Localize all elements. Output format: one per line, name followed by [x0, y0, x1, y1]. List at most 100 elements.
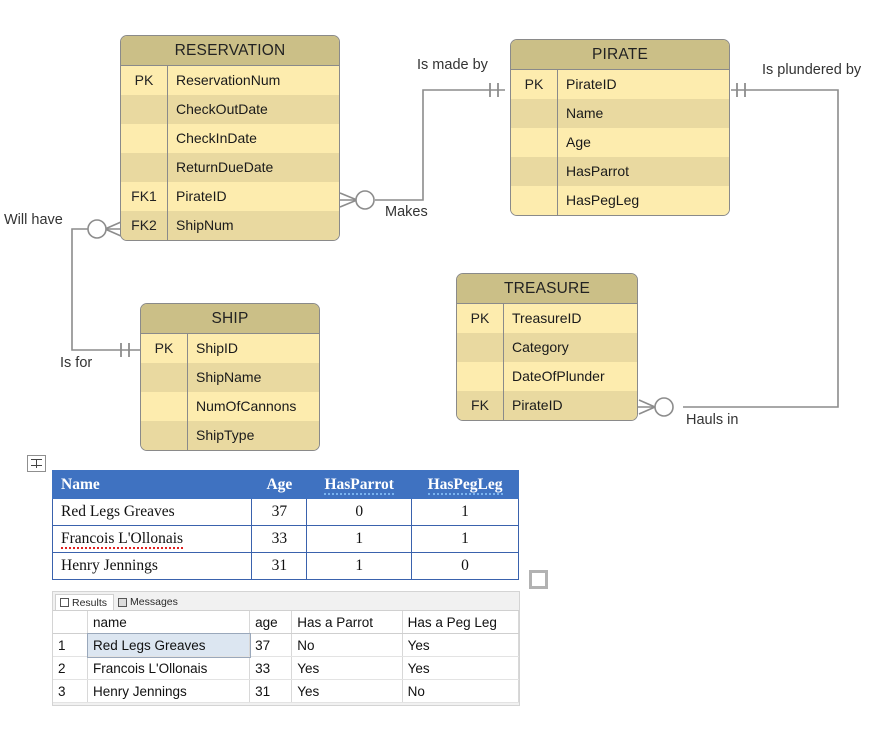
word-data-table[interactable]: Name Age HasParrot HasPegLeg Red Legs Gr… [51, 470, 519, 580]
attribute-label: ShipName [196, 369, 262, 385]
key-label: PK [141, 334, 188, 363]
entity-row: Name [511, 99, 729, 128]
connector-reservation-pirate [375, 89, 505, 201]
grid-row[interactable]: 2 Francois L'Ollonais 33 Yes Yes [53, 656, 520, 680]
entity-title-ship: SHIP [141, 304, 319, 334]
key-label [511, 99, 558, 128]
grid-cell-parrot[interactable]: Yes [291, 679, 403, 703]
entity-row: FK PirateID [457, 391, 637, 420]
column-header-haspegleg: HasPegLeg [411, 470, 519, 499]
key-label [141, 421, 188, 450]
tab-results-label: Results [72, 596, 108, 609]
one-marker-pirate-left [489, 83, 499, 97]
attribute-label: CheckOutDate [176, 101, 268, 117]
entity-title-pirate: PIRATE [511, 40, 729, 70]
tab-messages-label: Messages [130, 596, 178, 608]
attribute-label: PirateID [512, 397, 563, 413]
attribute-label: HasParrot [566, 163, 630, 179]
relationship-label-is-for: Is for [60, 355, 93, 371]
entity-row: FK2 ShipNum [121, 211, 339, 240]
optional-marker-will-have [87, 219, 107, 239]
table-move-handle-icon[interactable] [27, 455, 46, 472]
attribute-label: ShipID [196, 340, 239, 356]
key-label: PK [457, 304, 504, 333]
results-grid[interactable]: name age Has a Parrot Has a Peg Leg 1 Re… [53, 610, 520, 703]
key-label [141, 392, 188, 421]
grid-column-header-has-a-peg-leg[interactable]: Has a Peg Leg [402, 611, 520, 634]
attribute-label: PirateID [176, 188, 227, 204]
optional-marker-hauls-in [654, 397, 674, 417]
cell-name: Red Legs Greaves [51, 498, 253, 526]
table-resize-handle-icon[interactable] [529, 570, 548, 589]
relationship-label-will-have: Will have [4, 212, 63, 228]
attribute-label: CheckInDate [176, 130, 257, 146]
entity-title-reservation: RESERVATION [121, 36, 339, 66]
grid-cell-name[interactable]: Red Legs Greaves [86, 632, 251, 658]
table-row[interactable]: Red Legs Greaves 37 0 1 [51, 498, 519, 526]
entity-row: CheckOutDate [121, 95, 339, 124]
entity-row: Age [511, 128, 729, 157]
entity-row: PK ReservationNum [121, 66, 339, 95]
grid-cell-pegleg[interactable]: Yes [402, 656, 520, 680]
entity-row: CheckInDate [121, 124, 339, 153]
grid-corner-header[interactable] [53, 611, 88, 634]
grid-header-row: name age Has a Parrot Has a Peg Leg [53, 611, 520, 634]
entity-ship[interactable]: SHIP PK ShipID ShipName NumOfCannons Shi… [140, 303, 320, 451]
entity-title-treasure: TREASURE [457, 274, 637, 304]
attribute-label: ReturnDueDate [176, 159, 274, 175]
grid-column-header-age[interactable]: age [249, 611, 293, 634]
grid-row[interactable]: 3 Henry Jennings 31 Yes No [53, 679, 520, 703]
connector-reservation-ship [71, 228, 140, 351]
cell-age: 33 [251, 525, 308, 553]
key-label [511, 128, 558, 157]
cell-haspegleg: 1 [411, 498, 519, 526]
cell-haspegleg: 1 [411, 525, 519, 553]
attribute-label: Name [566, 105, 604, 121]
results-pane-tabs: Results Messages [53, 592, 519, 610]
column-header-name: Name [51, 470, 253, 499]
entity-pirate[interactable]: PIRATE PK PirateID Name Age HasParrot Ha… [510, 39, 730, 216]
grid-cell-parrot[interactable]: Yes [291, 656, 403, 680]
tab-messages[interactable]: Messages [114, 594, 184, 610]
grid-cell-age[interactable]: 37 [249, 633, 293, 657]
attribute-label: Category [512, 339, 569, 355]
key-label [121, 95, 168, 124]
sql-results-pane: Results Messages name age Has a Parrot H… [52, 591, 520, 706]
grid-cell-age[interactable]: 31 [249, 679, 293, 703]
attribute-label: NumOfCannons [196, 398, 297, 414]
grid-cell-name[interactable]: Francois L'Ollonais [87, 656, 251, 680]
key-label: PK [511, 70, 558, 99]
entity-row: HasPegLeg [511, 186, 729, 215]
cell-age: 31 [251, 552, 308, 580]
cell-haspegleg: 0 [411, 552, 519, 580]
entity-row: ShipType [141, 421, 319, 450]
grid-cell-pegleg[interactable]: Yes [402, 633, 520, 657]
entity-reservation[interactable]: RESERVATION PK ReservationNum CheckOutDa… [120, 35, 340, 241]
cell-name: Henry Jennings [51, 552, 253, 580]
entity-row: DateOfPlunder [457, 362, 637, 391]
entity-row: PK PirateID [511, 70, 729, 99]
grid-column-header-name[interactable]: name [87, 611, 251, 634]
grid-row[interactable]: 1 Red Legs Greaves 37 No Yes [53, 632, 520, 658]
entity-row: Category [457, 333, 637, 362]
tab-results[interactable]: Results [55, 594, 115, 610]
attribute-label: PirateID [566, 76, 617, 92]
entity-row: NumOfCannons [141, 392, 319, 421]
grid-column-header-has-a-parrot[interactable]: Has a Parrot [291, 611, 403, 634]
crowsfoot-treasure-hauls-in [637, 399, 656, 415]
grid-cell-parrot[interactable]: No [291, 633, 403, 657]
grid-row-number[interactable]: 2 [53, 656, 88, 680]
grid-cell-age[interactable]: 33 [249, 656, 293, 680]
cell-hasparrot: 0 [306, 498, 413, 526]
attribute-label: TreasureID [512, 310, 582, 326]
grid-cell-name[interactable]: Henry Jennings [87, 679, 251, 703]
grid-cell-pegleg[interactable]: No [402, 679, 520, 703]
grid-row-number[interactable]: 3 [53, 679, 88, 703]
entity-treasure[interactable]: TREASURE PK TreasureID Category DateOfPl… [456, 273, 638, 421]
entity-row: HasParrot [511, 157, 729, 186]
entity-row: ShipName [141, 363, 319, 392]
grid-row-number[interactable]: 1 [53, 633, 88, 657]
table-row[interactable]: Henry Jennings 31 1 0 [51, 552, 519, 580]
table-row[interactable]: Francois L'Ollonais 33 1 1 [51, 525, 519, 553]
